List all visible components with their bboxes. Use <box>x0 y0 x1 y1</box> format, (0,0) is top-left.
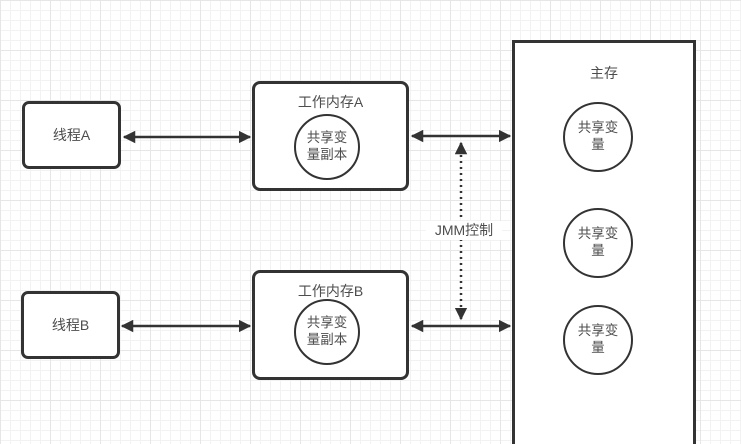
main-memory-title: 主存 <box>590 65 618 81</box>
shared-variable-copy-b-label-line2: 量副本 <box>306 332 348 347</box>
jmm-control-label: JMM控制 <box>426 221 502 240</box>
shared-variable-circle-3: 共享变 量 <box>563 305 633 375</box>
shared-variable-copy-a-circle: 共享变 量副本 <box>294 114 360 180</box>
thread-a-node: 线程A <box>22 101 121 169</box>
working-memory-b-title: 工作内存B <box>297 283 364 299</box>
main-memory-node: 主存 共享变 量 共享变 量 共享变 量 <box>512 40 696 444</box>
thread-b-node: 线程B <box>21 291 120 359</box>
working-memory-a-title: 工作内存A <box>297 94 364 110</box>
working-memory-b-node: 工作内存B 共享变 量副本 <box>252 270 409 380</box>
shared-variable-copy-a-label-line1: 共享变 <box>306 130 348 146</box>
working-memory-a-node: 工作内存A 共享变 量副本 <box>252 81 409 191</box>
thread-b-label: 线程B <box>51 317 90 333</box>
shared-variable-copy-b-label-line1: 共享变 <box>306 315 348 331</box>
thread-a-label: 线程A <box>52 127 91 143</box>
shared-variable-3-label-line1: 共享变 <box>577 323 619 339</box>
shared-variable-2-label-line2: 量 <box>591 243 605 258</box>
shared-variable-1-label-line1: 共享变 <box>577 120 619 136</box>
shared-variable-2-label-line1: 共享变 <box>577 226 619 242</box>
shared-variable-3-label-line2: 量 <box>591 340 605 355</box>
shared-variable-circle-1: 共享变 量 <box>563 102 633 172</box>
shared-variable-circle-2: 共享变 量 <box>563 208 633 278</box>
shared-variable-copy-a-label-line2: 量副本 <box>306 147 348 162</box>
shared-variable-copy-b-circle: 共享变 量副本 <box>294 299 360 365</box>
shared-variable-1-label-line2: 量 <box>591 137 605 152</box>
